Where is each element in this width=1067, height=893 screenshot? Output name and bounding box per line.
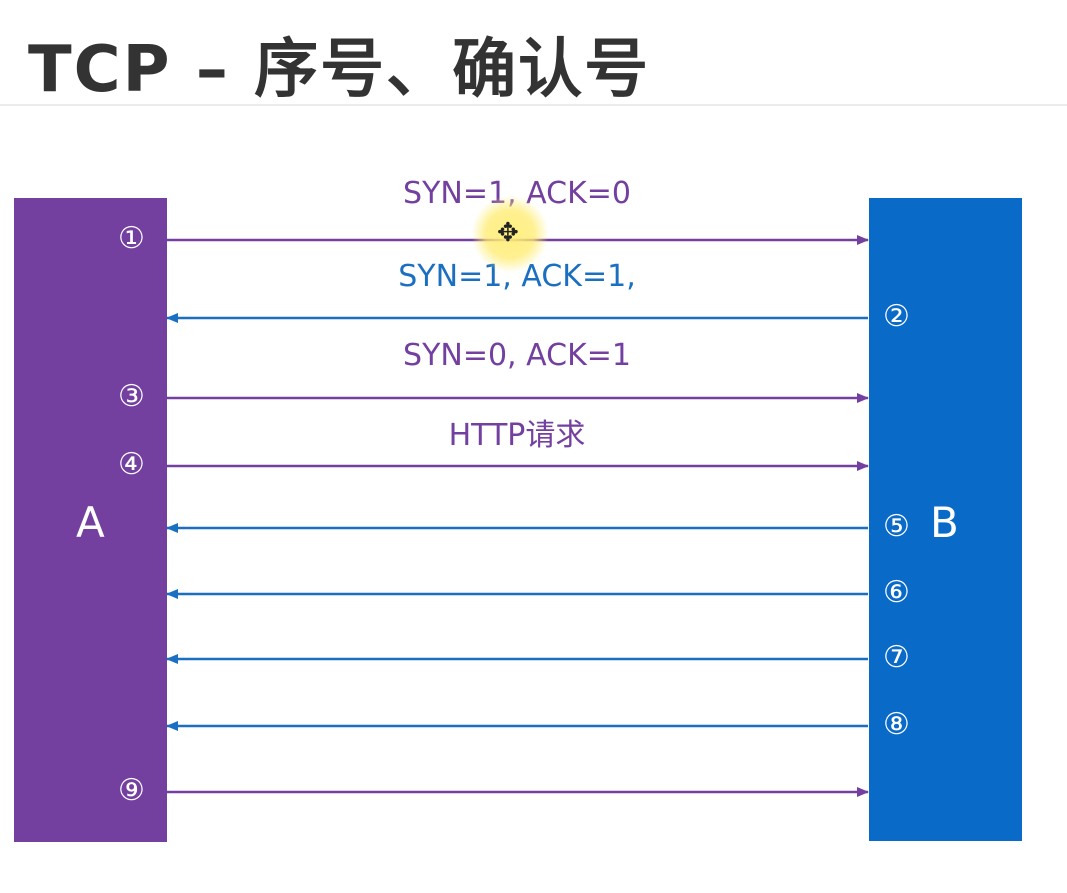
step-number-7: ⑦ bbox=[883, 640, 910, 675]
step-number-8: ⑧ bbox=[883, 707, 910, 742]
step-number-3: ③ bbox=[118, 379, 145, 414]
message-label-4: HTTP请求 bbox=[448, 418, 586, 453]
host-a-label: A bbox=[76, 498, 105, 547]
step-number-5: ⑤ bbox=[883, 509, 910, 544]
message-label-3: SYN=0, ACK=1 bbox=[403, 338, 631, 373]
step-number-2: ② bbox=[883, 299, 910, 334]
step-number-6: ⑥ bbox=[883, 575, 910, 610]
page-title: TCP – 序号、确认号 bbox=[28, 33, 651, 107]
step-number-4: ④ bbox=[118, 447, 145, 482]
cursor-highlight bbox=[472, 196, 548, 272]
host-b-bar bbox=[869, 198, 1022, 841]
host-b-label: B bbox=[930, 498, 959, 547]
move-cursor-icon: ✥ bbox=[497, 218, 519, 248]
step-number-1: ① bbox=[118, 221, 145, 256]
title-divider bbox=[0, 104, 1067, 106]
step-number-9: ⑨ bbox=[118, 773, 145, 808]
host-a-bar bbox=[14, 198, 167, 842]
